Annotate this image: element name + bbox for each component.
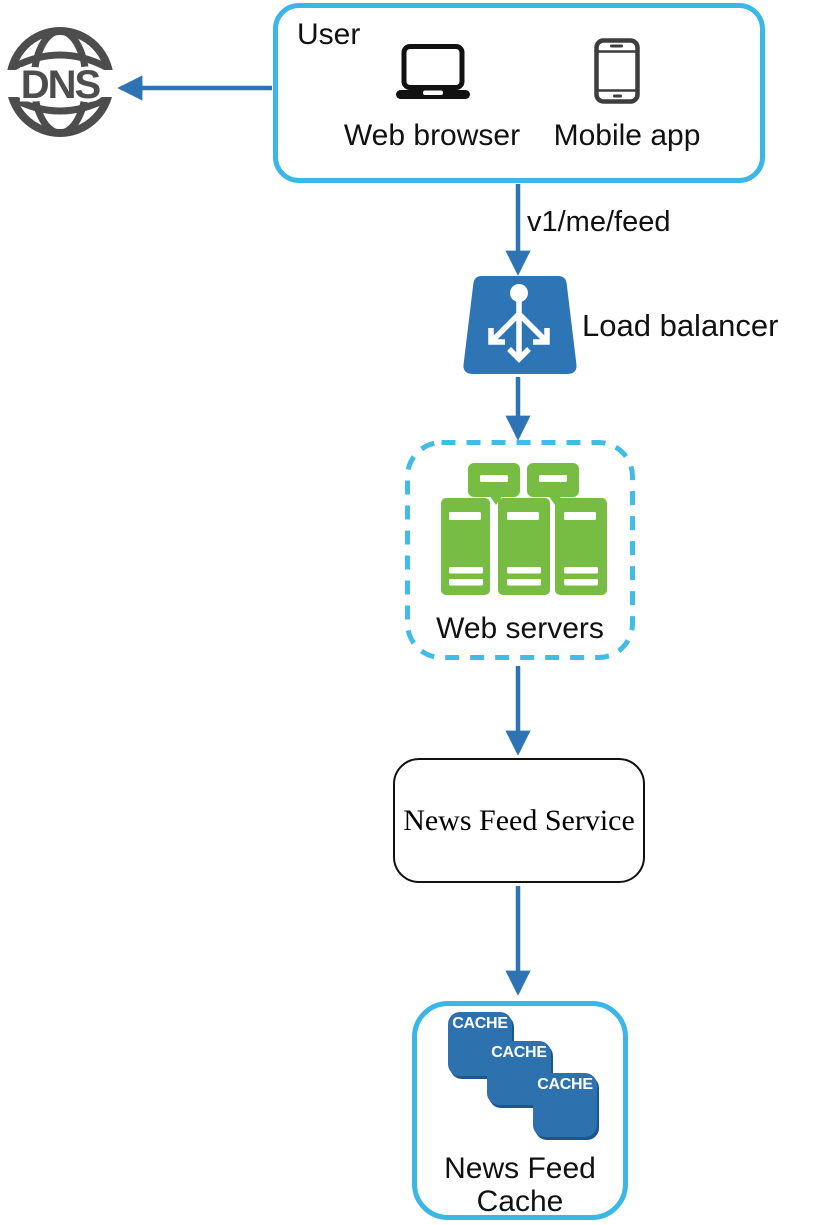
user-title: User: [297, 18, 361, 51]
user-node: User Web browser Mobile app: [273, 3, 765, 183]
load-balancer-label: Load balancer: [582, 308, 779, 343]
laptop-icon: [396, 44, 470, 99]
web-servers-dashed-box: [405, 440, 635, 660]
request-path-label: v1/me/feed: [527, 206, 671, 238]
dns-globe-icon: DNS: [4, 27, 116, 137]
news-feed-cache-label: News Feed Cache: [417, 1152, 623, 1218]
smartphone-icon: [594, 38, 640, 104]
news-feed-cache-node: CACHE CACHE CACHE News Feed Cache: [412, 1001, 628, 1220]
news-feed-service-node: News Feed Service: [393, 758, 645, 883]
web-browser-label: Web browser: [343, 119, 521, 152]
web-servers-label: Web servers: [436, 612, 604, 645]
news-feed-cache-label-line1: News Feed: [444, 1152, 596, 1185]
news-feed-service-label: News Feed Service: [403, 803, 635, 837]
server-cluster-icon: [441, 463, 607, 595]
mobile-app-label: Mobile app: [553, 119, 701, 152]
cache-badge: CACHE: [533, 1073, 597, 1137]
news-feed-cache-label-line2: Cache: [476, 1185, 564, 1218]
load-balancer-icon: [463, 276, 577, 374]
dns-label: DNS: [21, 63, 101, 107]
